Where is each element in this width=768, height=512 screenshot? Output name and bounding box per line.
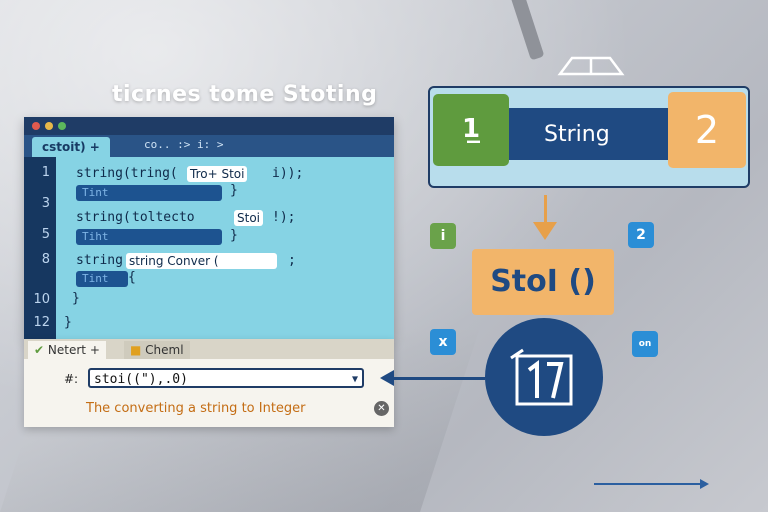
info-icon: i <box>430 223 456 249</box>
panel-tab-bar: ✔ Netert + ■ Cheml <box>24 339 394 359</box>
add-tab-icon[interactable]: + <box>89 343 100 357</box>
line-number: 8 <box>41 252 50 267</box>
tab-netert-label: Netert <box>47 343 86 357</box>
number-icon: 2 <box>628 222 654 248</box>
code-hint: Tiht <box>76 229 222 245</box>
function-select[interactable]: stoi(("),.0) ▼ <box>88 368 364 388</box>
maximize-window-dot[interactable] <box>58 122 66 130</box>
line-number: 12 <box>33 315 50 330</box>
integer-icon <box>510 348 573 406</box>
index-badge-1: 1̲ <box>433 94 509 166</box>
string-card-label: String <box>544 122 610 147</box>
down-arrow-head <box>533 222 557 240</box>
close-window-dot[interactable] <box>32 122 40 130</box>
tab-bar: cstoit) + co.. :> i: > <box>24 135 394 157</box>
down-arrow <box>544 195 547 229</box>
line-number: 5 <box>41 227 50 242</box>
line-number: 10 <box>33 292 50 307</box>
code-token-box: Tro+ Stoi <box>187 166 248 182</box>
tab-cheml-label: Cheml <box>145 343 184 357</box>
left-arrow-head <box>380 370 394 386</box>
output-panel: ✔ Netert + ■ Cheml #: stoi(("),.0) ▼ The… <box>24 339 394 427</box>
code-brace: } <box>72 291 80 306</box>
line-number: 1 <box>41 165 50 180</box>
code-hint: Tint <box>76 185 222 201</box>
integer-circle <box>485 318 603 436</box>
code-brace: { <box>128 270 136 285</box>
check-icon: ✔ <box>34 343 45 357</box>
code-brace: } <box>64 315 72 330</box>
code-editor-window: cstoit) + co.. :> i: > 1 3 5 8 10 12 str… <box>24 117 394 339</box>
code-line-end: !); <box>272 210 296 225</box>
stoi-function-box: StoI () <box>472 249 614 315</box>
code-line[interactable]: string( <box>76 210 131 225</box>
editor-tab[interactable]: cstoit) + <box>32 137 110 157</box>
index-badge-2: 2 <box>668 92 746 168</box>
code-token: toltecto <box>132 210 195 225</box>
toggle-icon: on <box>632 331 658 357</box>
code-line[interactable]: string(tring( <box>76 166 178 181</box>
status-message: The converting a string to Integer <box>86 401 306 416</box>
line-number-gutter: 1 3 5 8 10 12 <box>24 157 56 339</box>
code-line-end: ; <box>288 253 296 268</box>
code-brace: } <box>230 228 238 243</box>
field-prefix: #: <box>64 372 79 386</box>
bottom-arrow <box>594 483 700 485</box>
code-hint: Tint <box>76 271 128 287</box>
chevron-down-icon[interactable]: ▼ <box>351 374 358 385</box>
minimize-window-dot[interactable] <box>45 122 53 130</box>
line-number: 3 <box>41 196 50 211</box>
select-value: stoi(("),.0) <box>94 372 188 387</box>
tab-cheml[interactable]: ■ Cheml <box>124 341 190 359</box>
bottom-arrow-head <box>700 479 709 489</box>
code-token-box: string Conver ( <box>126 253 277 269</box>
code-brace: } <box>230 183 238 198</box>
headline: ticrnes tome Stoting <box>112 82 378 107</box>
bridge-icon <box>557 56 625 76</box>
code-line-end: i)); <box>272 166 304 181</box>
close-icon[interactable]: ✕ <box>374 401 389 416</box>
tab-netert[interactable]: ✔ Netert + <box>28 341 106 359</box>
left-arrow <box>394 377 485 380</box>
code-line[interactable]: string <box>76 253 123 268</box>
variable-icon: x <box>430 329 456 355</box>
folder-icon: ■ <box>130 343 142 357</box>
tab-path: co.. :> i: > <box>144 138 224 151</box>
code-token-box: Stoi <box>234 210 263 226</box>
title-bar <box>24 117 394 135</box>
